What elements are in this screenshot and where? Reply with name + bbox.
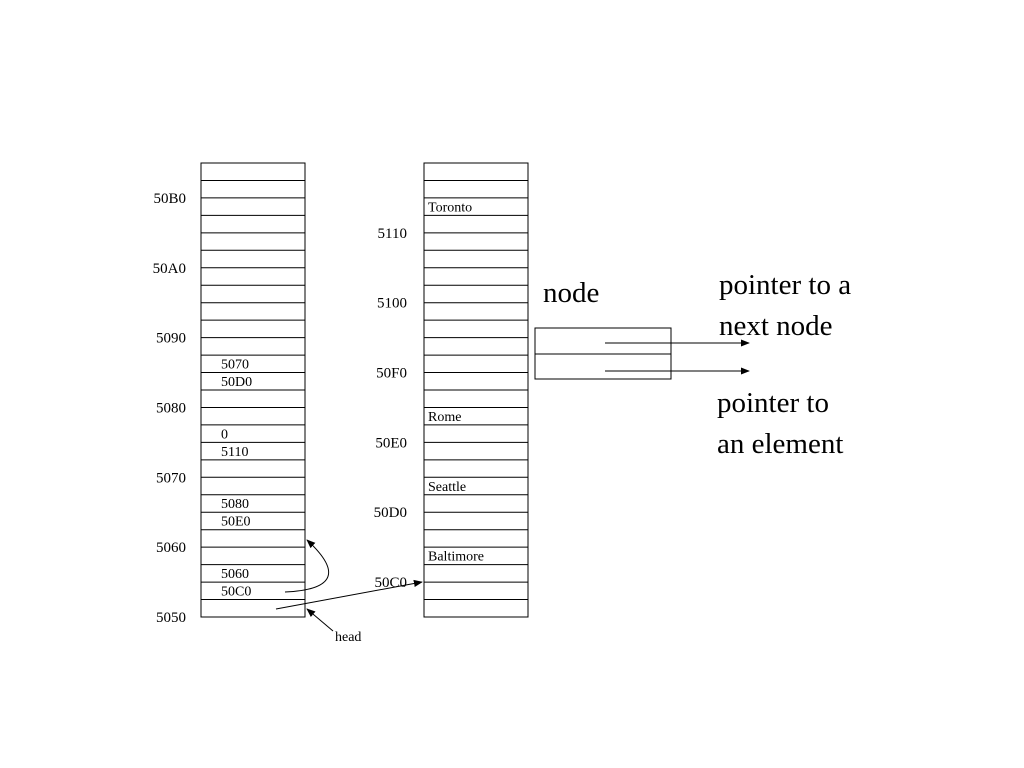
left-address-5060: 5060 <box>156 540 186 556</box>
left-cell-value-5080: 5080 <box>221 497 249 512</box>
right-cell-value-baltimore: Baltimore <box>428 550 484 565</box>
node-next-field <box>534 327 672 355</box>
curved-arrow-to-50E0 <box>284 539 330 593</box>
left-cell-value-5060: 5060 <box>221 567 249 582</box>
left-cell-value-5110: 5110 <box>221 445 248 460</box>
left-address-5050: 5050 <box>156 610 186 626</box>
element-pointer-label: pointer to an element <box>717 387 843 460</box>
next-pointer-label: pointer to a next node <box>719 269 858 342</box>
node-title: node <box>543 277 599 309</box>
left-address-5070: 5070 <box>156 470 186 486</box>
right-address-50d0: 50D0 <box>374 505 407 521</box>
left-memory-column <box>200 162 306 618</box>
right-address-5100: 5100 <box>377 296 407 312</box>
left-cell-value-0: 0 <box>221 427 228 442</box>
right-address-50c0: 50C0 <box>374 575 407 591</box>
arrow-50C0-to-baltimore <box>275 579 423 610</box>
node-element-field <box>534 353 672 380</box>
right-cell-value-rome: Rome <box>428 410 461 425</box>
left-address-50a0: 50A0 <box>153 261 186 277</box>
left-address-5090: 5090 <box>156 331 186 347</box>
left-cell-value-5070: 5070 <box>221 358 249 373</box>
right-address-50e0: 50E0 <box>375 435 407 451</box>
head-label: head <box>335 630 361 645</box>
left-address-labels: 50B0 50A0 5090 5080 5070 5060 5050 <box>153 191 186 626</box>
right-memory-column <box>423 162 529 618</box>
left-address-50b0: 50B0 <box>153 191 186 207</box>
left-cell-value-50c0: 50C0 <box>221 585 251 600</box>
left-address-5080: 5080 <box>156 400 186 416</box>
right-address-5110: 5110 <box>378 226 407 242</box>
left-cell-value-50d0: 50D0 <box>221 375 252 390</box>
right-cell-value-toronto: Toronto <box>428 200 472 215</box>
head-arrow <box>306 608 334 632</box>
right-address-50f0: 50F0 <box>376 366 407 382</box>
right-address-labels: 5110 5100 50F0 50E0 50D0 50C0 <box>374 226 407 591</box>
left-cell-value-50e0: 50E0 <box>221 515 251 530</box>
left-cell-values: 5070 50D0 0 5110 5080 50E0 5060 50C0 <box>221 358 252 600</box>
right-cell-value-seattle: Seattle <box>428 480 466 495</box>
